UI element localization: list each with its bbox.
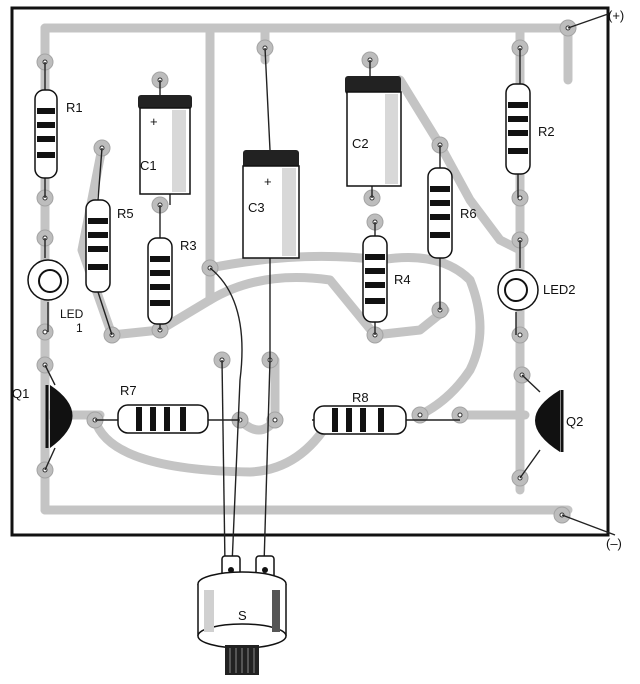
c3-label: C3 <box>248 200 265 215</box>
transistor-q1: Q1 <box>12 364 73 471</box>
positive-terminal-label: (+) <box>608 8 624 23</box>
positive-lead <box>567 13 609 29</box>
capacitor-c1: + C1 <box>138 80 192 205</box>
led1-label-line1: LED <box>60 307 84 321</box>
c1-label: C1 <box>140 158 157 173</box>
c2-label: C2 <box>352 136 369 151</box>
resistor-r1: R1 <box>34 62 83 198</box>
r5-label: R5 <box>117 206 134 221</box>
r7-label: R7 <box>120 383 137 398</box>
led1-label-line2: 1 <box>76 321 83 335</box>
r4-label: R4 <box>394 272 411 287</box>
switch-label: S <box>238 608 247 623</box>
r1-label: R1 <box>66 100 83 115</box>
r8-label: R8 <box>352 390 369 405</box>
resistor-r8: R8 <box>312 390 460 435</box>
q1-label: Q1 <box>12 386 29 401</box>
transistor-q2: Q2 <box>519 374 583 479</box>
switch-s: S <box>197 555 287 675</box>
c3-polarity-mark: + <box>264 174 272 189</box>
switch-wire-3 <box>263 359 271 566</box>
resistor-r4: R4 <box>362 222 411 335</box>
r6-label: R6 <box>460 206 477 221</box>
capacitor-c3: + C3 <box>242 47 300 360</box>
q2-label: Q2 <box>566 414 583 429</box>
switch-wire-2 <box>221 359 226 566</box>
resistor-r3: R3 <box>147 205 197 330</box>
r2-label: R2 <box>538 124 555 139</box>
negative-lead <box>561 514 616 536</box>
negative-terminal-label: (–) <box>606 536 622 551</box>
resistor-r6: R6 <box>427 145 477 310</box>
resistor-r5: R5 <box>85 147 134 336</box>
led-2: LED2 <box>497 240 576 335</box>
resistor-r2: R2 <box>505 48 555 198</box>
switch-wire-1 <box>209 267 243 566</box>
r3-label: R3 <box>180 238 197 253</box>
c1-polarity-mark: + <box>150 114 158 129</box>
led-1: LED 1 <box>27 238 84 335</box>
capacitor-c2: C2 <box>345 60 402 198</box>
resistor-r7: R7 <box>95 383 240 434</box>
led2-label: LED2 <box>543 282 576 297</box>
